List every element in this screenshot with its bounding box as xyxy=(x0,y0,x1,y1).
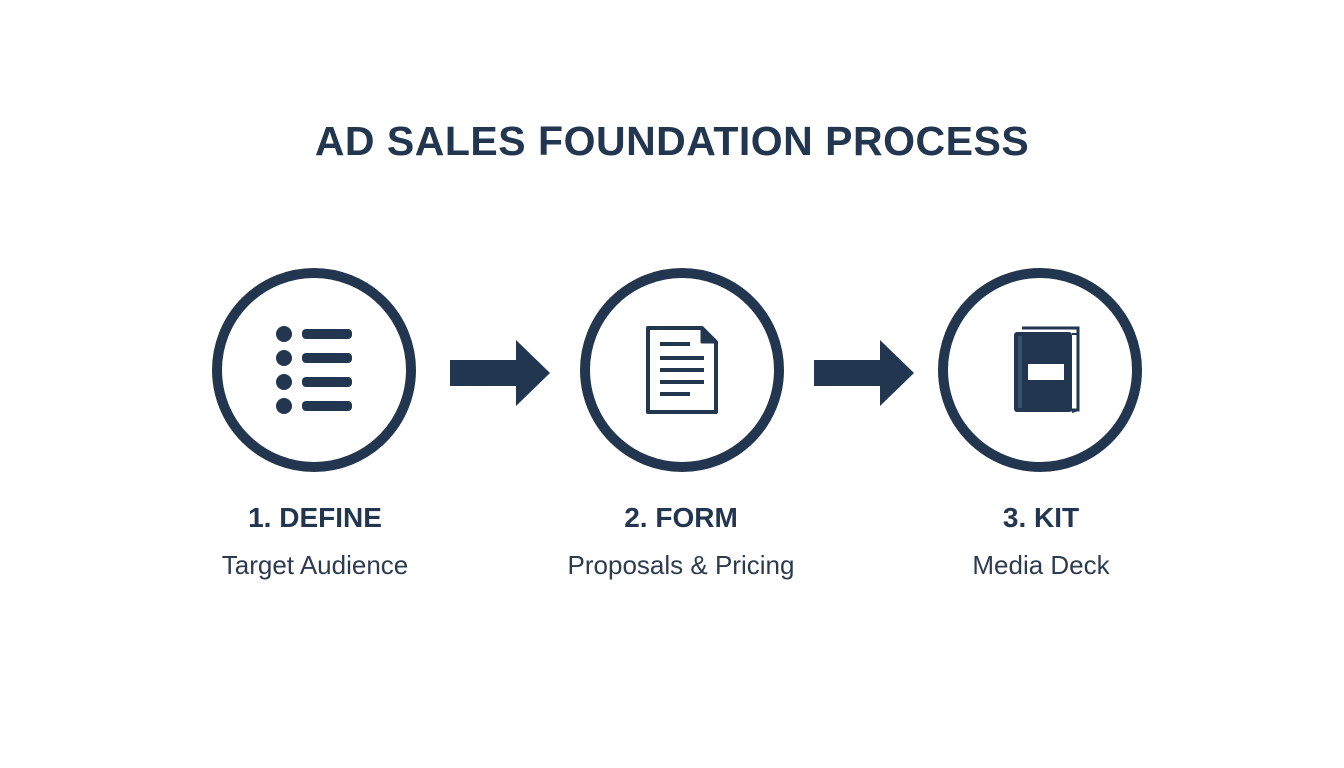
step-1-label: 1. DEFINE xyxy=(248,502,382,533)
document-icon xyxy=(646,326,718,414)
arrow-right-icon xyxy=(814,340,914,406)
step-3-subtitle: Media Deck xyxy=(972,550,1110,580)
step-1-circle xyxy=(212,268,416,472)
step-2-circle xyxy=(580,268,784,472)
arrow-right-icon xyxy=(450,340,550,406)
step-1-subtitle: Target Audience xyxy=(221,550,409,580)
step-2-label: 2. FORM xyxy=(624,502,738,533)
book-icon xyxy=(1014,326,1080,413)
list-icon xyxy=(276,326,352,414)
diagram-title: AD SALES FOUNDATION PROCESS xyxy=(314,118,1030,164)
step-3-label: 3. KIT xyxy=(1002,502,1080,533)
step-3-circle xyxy=(938,268,1142,472)
step-2-subtitle: Proposals & Pricing xyxy=(567,550,795,580)
